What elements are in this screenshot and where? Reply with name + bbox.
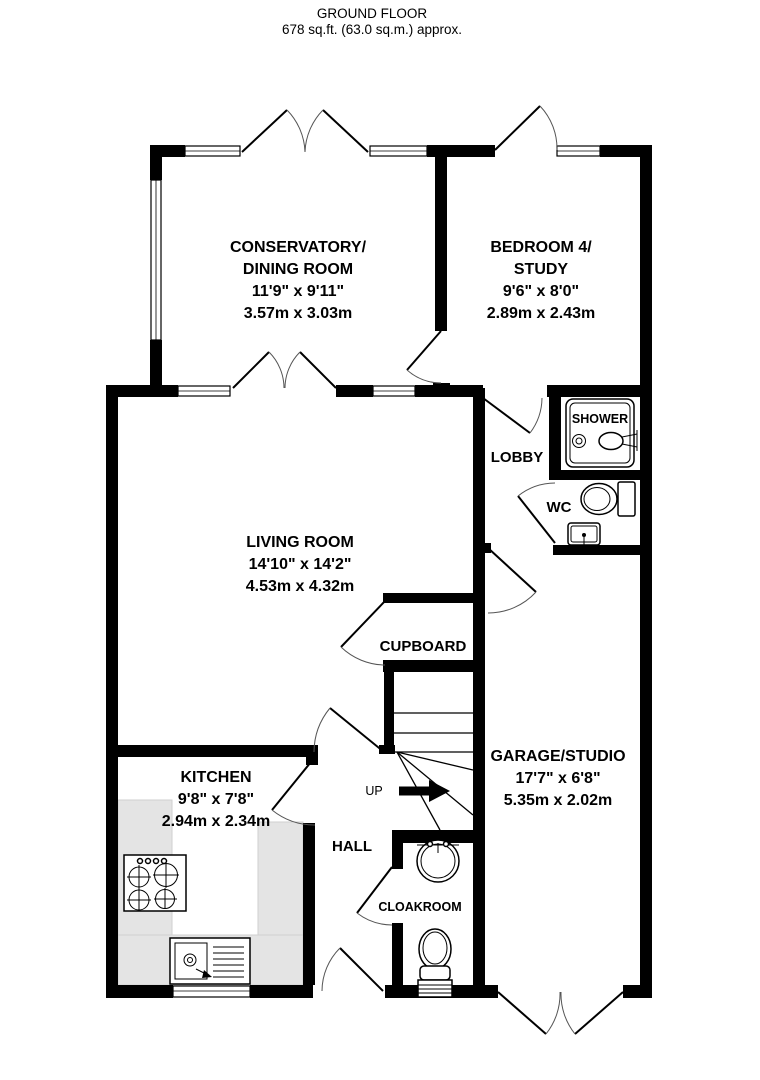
garage-size-imperial: 17'7" x 6'8" [515, 770, 600, 787]
door-garage-left [497, 991, 561, 1035]
bedroom4-label: BEDROOM 4/ STUDY 9'6" x 8'0" 2.89m x 2.4… [487, 239, 596, 322]
window-conservatory-bottom-right [372, 385, 416, 397]
conservatory-size-imperial: 11'9" x 9'11" [252, 283, 344, 300]
living-room-name: LIVING ROOM [246, 534, 354, 551]
stairs-up-label: UP [365, 784, 382, 798]
cloakroom-basin-icon [416, 839, 460, 883]
kitchen-name: KITCHEN [180, 769, 251, 786]
lobby-label: LOBBY [491, 449, 544, 466]
window-bedroom-top [556, 145, 601, 157]
kitchen-size-metric: 2.94m x 2.34m [162, 813, 271, 830]
conservatory-name-line1: CONSERVATORY/ [230, 239, 367, 256]
kitchen-size-imperial: 9'8" x 7'8" [178, 791, 254, 808]
door-living-to-conservatory-left [232, 351, 285, 389]
kitchen-label: KITCHEN 9'8" x 7'8" 2.94m x 2.34m [162, 769, 271, 830]
sink-icon [169, 937, 251, 985]
bedroom4-name-line1: BEDROOM 4/ [490, 239, 592, 256]
door-front-entrance [321, 947, 384, 992]
window-kitchen-bottom [172, 985, 251, 998]
door-conservatory-to-lobby [406, 330, 442, 384]
door-kitchen [271, 756, 316, 826]
conservatory-name-line2: DINING ROOM [243, 261, 353, 278]
door-bedroom-exterior [494, 105, 558, 151]
living-room-size-metric: 4.53m x 4.32m [246, 578, 355, 595]
door-cloakroom [356, 866, 393, 926]
garage-label: GARAGE/STUDIO 17'7" x 6'8" 5.35m x 2.02m [490, 748, 625, 809]
door-cupboard [340, 600, 386, 666]
cloakroom-toilet-icon [417, 928, 453, 998]
bedroom4-size-metric: 2.89m x 2.43m [487, 305, 596, 322]
bedroom4-size-imperial: 9'6" x 8'0" [503, 283, 579, 300]
living-room-size-imperial: 14'10" x 14'2" [249, 556, 352, 573]
window-conservatory-top-right [369, 145, 428, 157]
garage-name: GARAGE/STUDIO [490, 748, 625, 765]
window-conservatory-left [150, 179, 162, 341]
walls [106, 145, 652, 998]
hall-label: HALL [332, 838, 372, 855]
door-conservatory-garden-right [304, 109, 369, 153]
stove-icon [123, 854, 187, 912]
wc-toilet-icon [580, 481, 636, 517]
wc-basin-icon [567, 522, 601, 546]
plan-title-line2: 678 sq.ft. (63.0 sq.m.) approx. [282, 22, 462, 37]
cloakroom-label: CLOAKROOM [378, 900, 461, 914]
door-conservatory-garden-left [241, 109, 306, 153]
cupboard-label: CUPBOARD [380, 638, 467, 655]
door-lobby-to-garage [487, 547, 537, 614]
up-arrow [399, 780, 450, 802]
door-bedroom-to-lobby [482, 397, 543, 434]
shower-tray-icon [565, 398, 638, 468]
garage-size-metric: 5.35m x 2.02m [504, 792, 613, 809]
door-wc [517, 482, 556, 544]
conservatory-label: CONSERVATORY/ DINING ROOM 11'9" x 9'11" … [230, 239, 367, 322]
living-room-label: LIVING ROOM 14'10" x 14'2" 4.53m x 4.32m [246, 534, 355, 595]
window-conservatory-bottom-left [177, 385, 231, 397]
conservatory-size-metric: 3.57m x 3.03m [244, 305, 353, 322]
bedroom4-name-line2: STUDY [514, 261, 569, 278]
doors [232, 105, 624, 1035]
shower-label: SHOWER [572, 412, 628, 426]
window-conservatory-top-left [184, 145, 241, 157]
plan-title: GROUND FLOOR 678 sq.ft. (63.0 sq.m.) app… [282, 6, 462, 37]
wc-label: WC [547, 499, 572, 516]
door-living-to-hall [313, 707, 385, 753]
windows [150, 145, 601, 998]
staircase: UP [365, 712, 474, 831]
door-living-to-conservatory-right [284, 351, 337, 389]
door-garage-right [560, 991, 624, 1035]
plan-title-line1: GROUND FLOOR [317, 6, 428, 21]
